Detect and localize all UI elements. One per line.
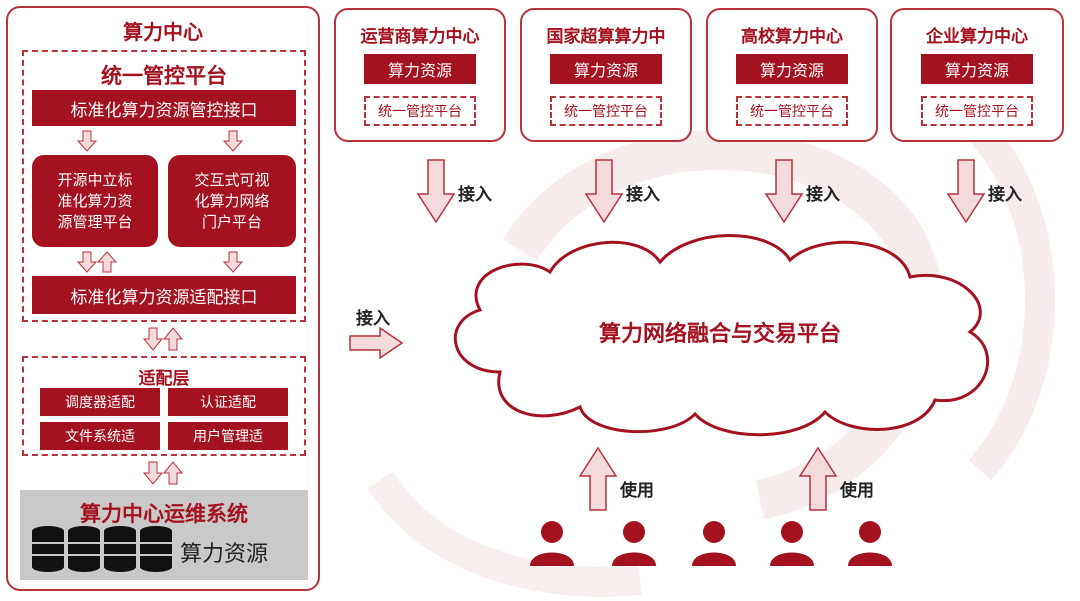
auth-adapter-box: 认证适配: [168, 388, 288, 416]
up-arrow-icon: [162, 327, 184, 351]
portal-line-1: 交互式可视: [194, 170, 270, 189]
center-card-enterprise: 企业算力中心 算力资源 统一管控平台: [890, 8, 1064, 142]
filesystem-adapter-box: 文件系统适: [40, 422, 160, 450]
adapter-layer-title: 适配层: [138, 369, 190, 389]
bottom-interface-box: 标准化算力资源适配接口: [32, 276, 296, 314]
connect-label: 接入: [626, 185, 660, 205]
control-platform-title: 统一管控平台: [101, 64, 227, 88]
open-source-line-3: 源管理平台: [57, 212, 133, 231]
center-platform-box: 统一管控平台: [550, 96, 662, 126]
use-label: 使用: [620, 481, 654, 501]
portal-line-2: 化算力网络: [194, 191, 270, 210]
center-resource-box: 算力资源: [550, 54, 662, 84]
open-source-line-2: 准化算力资: [57, 191, 133, 210]
use-up-arrow-icon: [578, 446, 618, 511]
compute-center-title: 算力中心: [123, 20, 203, 44]
open-source-line-1: 开源中立标: [57, 170, 133, 189]
user-icon: [530, 521, 574, 566]
adapter-layer-frame: [22, 356, 306, 456]
connect-label: 接入: [806, 185, 840, 205]
connect-down-arrow-icon: [416, 159, 456, 224]
down-arrow-icon: [142, 327, 164, 351]
portal-platform-box: 交互式可视 化算力网络 门户平台: [168, 155, 296, 247]
connect-down-arrow-icon: [946, 159, 986, 224]
center-title: 企业算力中心: [926, 27, 1028, 47]
cloud-shape: [453, 234, 989, 437]
center-card-university: 高校算力中心 算力资源 统一管控平台: [706, 8, 878, 142]
center-resource-box: 算力资源: [736, 54, 848, 84]
scheduler-adapter-box: 调度器适配: [40, 388, 160, 416]
connect-label: 接入: [988, 185, 1022, 205]
use-up-arrow-icon: [798, 446, 838, 511]
down-arrow-icon: [76, 251, 98, 273]
top-interface-box: 标准化算力资源管控接口: [32, 90, 296, 126]
center-card-supercomputing: 国家超算算力中 算力资源 统一管控平台: [520, 8, 692, 142]
down-arrow-icon: [222, 130, 244, 152]
connect-down-arrow-icon: [764, 159, 804, 224]
center-platform-box: 统一管控平台: [364, 96, 476, 126]
center-resource-box: 算力资源: [921, 54, 1033, 84]
up-arrow-icon: [96, 251, 118, 273]
center-card-operator: 运营商算力中心 算力资源 统一管控平台: [334, 8, 506, 142]
user-management-adapter-box: 用户管理适: [168, 422, 288, 450]
center-resource-box: 算力资源: [364, 54, 476, 84]
user-icon: [770, 521, 814, 566]
user-icon: [848, 521, 892, 566]
database-icons: [32, 526, 172, 572]
connect-down-arrow-icon: [584, 159, 624, 224]
open-source-platform-box: 开源中立标 准化算力资 源管理平台: [32, 155, 158, 247]
user-icon: [612, 521, 656, 566]
ops-resource-label: 算力资源: [180, 542, 269, 567]
up-arrow-icon: [162, 461, 184, 485]
center-title: 运营商算力中心: [360, 27, 480, 47]
connect-right-arrow-icon: [349, 326, 404, 360]
control-platform-frame: [22, 50, 306, 322]
down-arrow-icon: [76, 130, 98, 152]
center-title: 高校算力中心: [741, 27, 843, 47]
center-platform-box: 统一管控平台: [736, 96, 848, 126]
portal-line-3: 门户平台: [201, 212, 262, 231]
down-arrow-icon: [222, 251, 244, 273]
connect-label: 接入: [458, 185, 492, 205]
user-icon: [692, 521, 736, 566]
cloud-title: 算力网络融合与交易平台: [598, 322, 841, 347]
center-platform-box: 统一管控平台: [921, 96, 1033, 126]
ops-system-title: 算力中心运维系统: [80, 502, 248, 526]
use-label: 使用: [840, 481, 874, 501]
down-arrow-icon: [142, 461, 164, 485]
left-connect-label: 接入: [356, 309, 390, 329]
center-title: 国家超算算力中: [546, 27, 666, 47]
